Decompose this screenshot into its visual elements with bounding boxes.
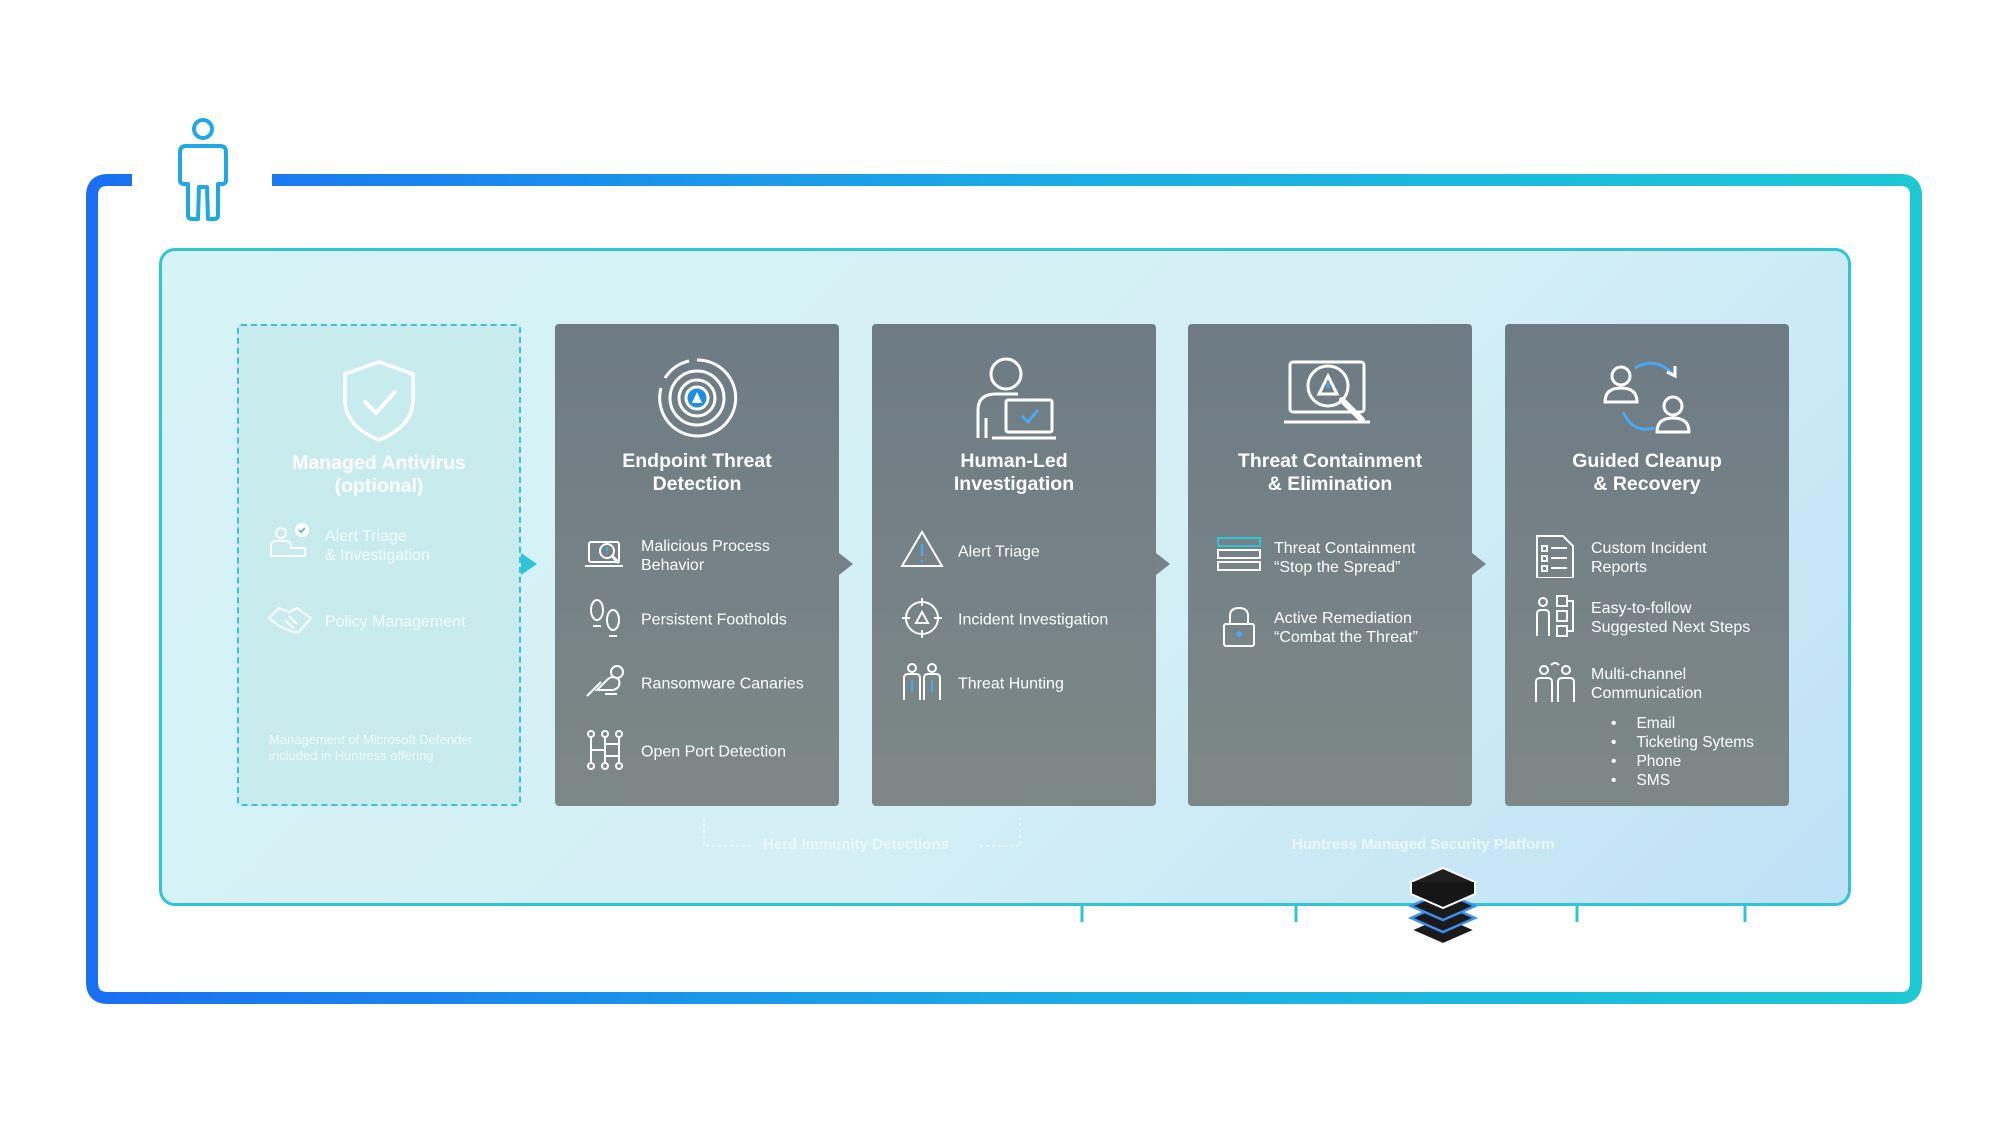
report-checklist-icon: [1536, 535, 1574, 578]
item-label: Active Remediation “Combat the Threat”: [1274, 610, 1418, 646]
herd-immunity-label: Herd Immunity Detections: [763, 836, 949, 853]
card-title: Threat Containment & Elimination: [1237, 450, 1423, 495]
item-label: Threat Hunting: [958, 675, 1064, 693]
list-item: Open Port Detection: [583, 728, 829, 776]
list-item: Custom Incident Reports: [1533, 534, 1779, 582]
padlock-icon: [1223, 606, 1255, 647]
card-threat-containment: Threat Containment & Elimination Threat …: [1188, 324, 1472, 806]
card-title: Managed Antivirus (optional): [292, 452, 466, 497]
card-human-led-investigation: Human-Led Investigation Alert Triage Inc…: [872, 324, 1156, 806]
item-label: Easy-to-follow Suggested Next Steps: [1591, 600, 1751, 636]
footprints-icon: [590, 599, 620, 637]
layered-stack-icon: [1407, 866, 1479, 946]
hunters-icon: [903, 663, 941, 700]
handshake-icon: [267, 606, 313, 633]
list-item: Ransomware Canaries: [583, 660, 829, 708]
server-stack-icon: [1217, 537, 1261, 571]
shield-check-icon: [343, 360, 415, 442]
list-item: Email: [1613, 714, 1754, 733]
warning-triangle-icon: [900, 530, 944, 567]
card-endpoint-threat-detection: Endpoint Threat Detection Malicious Proc…: [555, 324, 839, 806]
list-item: SMS: [1613, 771, 1754, 790]
list-item: Threat Hunting: [900, 660, 1146, 708]
flow-arrow-icon: [1472, 553, 1486, 575]
flow-arrow-icon: [521, 553, 537, 575]
list-item: Incident Investigation: [900, 596, 1146, 644]
platform-label: Huntress Managed Security Platform: [1292, 836, 1555, 853]
item-label: Multi-channel Communication: [1591, 666, 1703, 702]
flow-arrow-icon: [839, 553, 853, 575]
item-label: Open Port Detection: [641, 743, 786, 761]
card-note: Management of Microsoft Defender include…: [269, 732, 473, 763]
list-item: Ticketing Sytems: [1613, 733, 1753, 752]
flow-arrow-icon: [1156, 553, 1170, 575]
list-item: Alert Triage & Investigation: [267, 522, 509, 570]
item-label: Malicious Process Behavior: [641, 538, 770, 574]
card-guided-cleanup: Guided Cleanup & Recovery Custom Inciden…: [1505, 324, 1789, 806]
alert-triage-icon: [270, 523, 309, 557]
item-label: Threat Containment “Stop the Spread”: [1274, 540, 1416, 576]
item-label: Alert Triage: [958, 543, 1040, 561]
item-label: Alert Triage & Investigation: [325, 528, 430, 564]
list-item: Alert Triage: [900, 528, 1146, 576]
canary-icon: [586, 665, 624, 697]
radar-target-icon: [658, 358, 738, 438]
network-ports-icon: [587, 730, 623, 770]
list-item: Threat Containment “Stop the Spread”: [1216, 534, 1462, 582]
card-managed-antivirus: Managed Antivirus (optional) Alert Triag…: [237, 324, 521, 806]
laptop-magnifier-icon: [1284, 360, 1370, 424]
list-item: Phone: [1613, 752, 1754, 771]
item-label: Ransomware Canaries: [641, 675, 804, 693]
card-title: Endpoint Threat Detection: [622, 450, 772, 495]
list-item: Multi-channel Communication: [1533, 660, 1779, 708]
group-communication-icon: [1535, 662, 1575, 702]
laptop-search-icon: [585, 541, 623, 567]
item-label: Persistent Footholds: [641, 611, 787, 629]
list-item: Policy Management: [267, 598, 509, 646]
item-label: Incident Investigation: [958, 611, 1109, 629]
card-title: Guided Cleanup & Recovery: [1572, 450, 1722, 495]
list-item: Persistent Footholds: [583, 596, 829, 644]
list-item: Malicious Process Behavior: [583, 532, 829, 580]
channel-list: Email Ticketing Sytems Phone SMS: [1613, 714, 1754, 790]
card-title: Human-Led Investigation: [953, 450, 1075, 495]
crosshair-icon: [902, 598, 942, 638]
people-cycle-icon: [1603, 361, 1691, 434]
person-steps-icon: [1536, 595, 1574, 637]
herd-immunity-bracket: [703, 818, 1021, 847]
person-outline-icon: [178, 118, 228, 221]
analyst-laptop-icon: [976, 357, 1056, 440]
list-item: Easy-to-follow Suggested Next Steps: [1533, 594, 1779, 642]
list-item: Active Remediation “Combat the Threat”: [1216, 604, 1462, 652]
item-label: Custom Incident Reports: [1591, 540, 1707, 576]
item-label: Policy Management: [325, 613, 466, 631]
